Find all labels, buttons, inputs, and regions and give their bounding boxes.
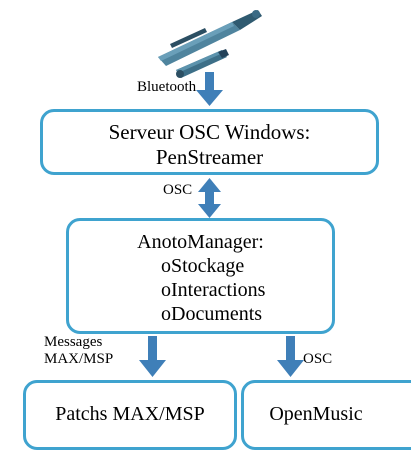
manager-item-interactions: oInteractions bbox=[161, 279, 266, 301]
arrow-messages-maxmsp bbox=[139, 336, 166, 377]
diagram-canvas bbox=[139, 10, 304, 377]
manager-title: AnotoManager: bbox=[137, 231, 264, 253]
manager-item-stockage: oStockage bbox=[161, 255, 245, 277]
osc-label-right: OSC bbox=[303, 351, 333, 367]
server-subtitle: PenStreamer bbox=[155, 145, 264, 169]
patchs-label: Patchs MAX/MSP bbox=[55, 403, 205, 425]
messages-maxmsp-label: Messages MAX/MSP bbox=[44, 334, 113, 368]
anoto-manager-node: AnotoManager: oStockage oInteractions oD… bbox=[66, 218, 335, 334]
messages-label-line1: Messages bbox=[44, 334, 103, 350]
bluetooth-label: Bluetooth bbox=[137, 79, 197, 95]
arrow-bluetooth bbox=[196, 72, 223, 106]
openmusic-label: OpenMusic bbox=[269, 403, 363, 425]
patchs-maxmsp-node: Patchs MAX/MSP bbox=[23, 380, 237, 450]
digital-pen-icon bbox=[158, 10, 262, 78]
server-node: Serveur OSC Windows: PenStreamer bbox=[40, 109, 379, 175]
manager-item-documents: oDocuments bbox=[161, 303, 263, 325]
openmusic-node: OpenMusic bbox=[241, 380, 411, 450]
server-title: Serveur OSC Windows: bbox=[108, 120, 311, 144]
arrow-osc-openmusic bbox=[277, 336, 304, 377]
arrow-osc-bidirectional bbox=[198, 178, 221, 218]
messages-label-line2: MAX/MSP bbox=[44, 351, 114, 367]
osc-label-top: OSC bbox=[163, 182, 193, 198]
